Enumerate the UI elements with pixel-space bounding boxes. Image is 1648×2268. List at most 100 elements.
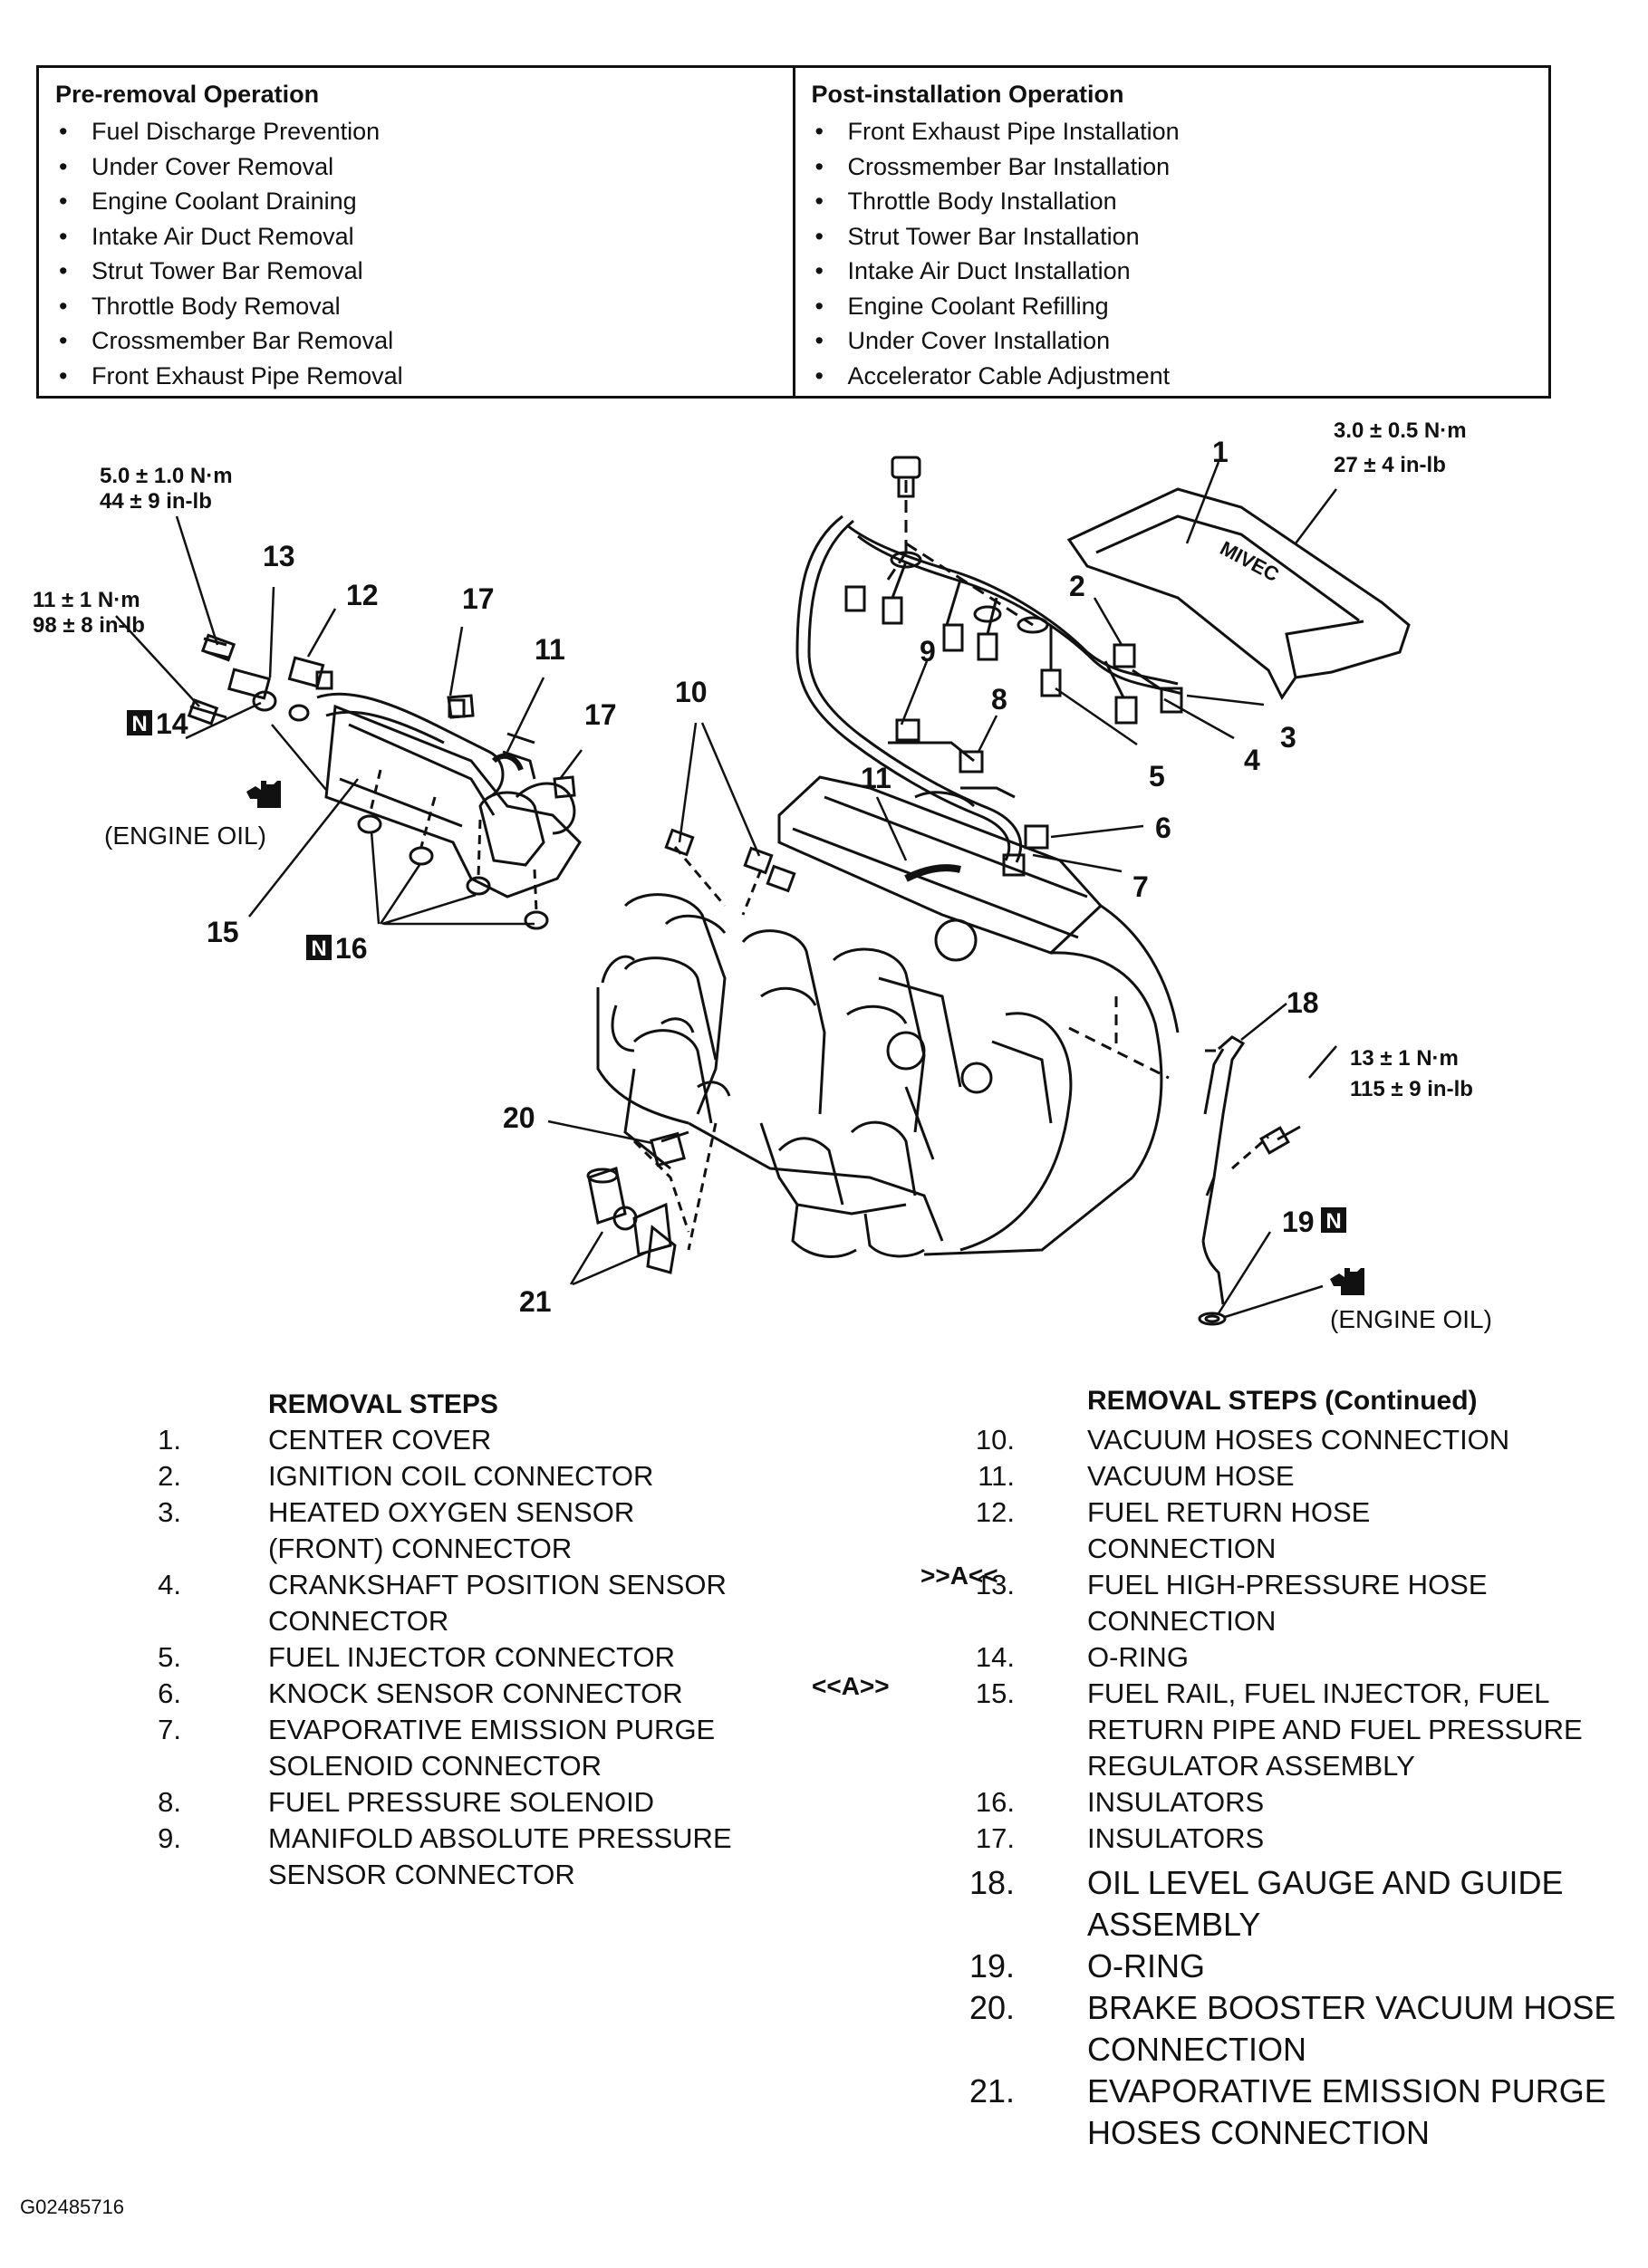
step-item: 11. VACUUM HOSE [978,1458,1640,1494]
step-number: 11. [978,1460,1015,1492]
step-text: KNOCK SENSOR CONNECTOR [268,1677,683,1709]
pre-removal-item: Fuel Discharge Prevention [55,114,793,149]
step-number: 12. [975,1496,1015,1528]
step-item: 18. OIL LEVEL GAUGE AND GUIDE ASSEMBLY [969,1862,1640,1946]
new-part-mark: N [306,935,332,961]
step-number: 6. [158,1677,181,1709]
post-installation-item: Intake Air Duct Installation [812,254,1549,289]
removal-steps-list: 1. CENTER COVER 2.IGNITION COIL CONNECTOR… [158,1422,834,1893]
callout-19: 19 [1282,1206,1315,1238]
step-text: O-RING [1087,1947,1205,1985]
step-item: 7.EVAPORATIVE EMISSION PURGE SOLENOID CO… [158,1712,834,1784]
torque-label: 5.0 ± 1.0 N·m [100,464,233,488]
callout-21: 21 [519,1285,552,1318]
step-text: IGNITION COIL CONNECTOR [268,1460,654,1492]
callout-12: 12 [346,579,379,611]
torque-label: 3.0 ± 0.5 N·m [1334,418,1467,443]
step-item: 21. EVAPORATIVE EMISSION PURGE HOSES CONN… [969,2071,1640,2154]
step-item: 1. CENTER COVER [158,1422,834,1458]
step-number: 10. [975,1424,1015,1456]
step-item: 12. FUEL RETURN HOSE CONNECTION [976,1494,1640,1567]
torque-label: 115 ± 9 in-lb [1350,1077,1473,1101]
step-item: 8.FUEL PRESSURE SOLENOID [158,1784,834,1821]
valve-cover-logo: MIVEC [1217,536,1283,586]
post-installation-item: Front Exhaust Pipe Installation [812,114,1549,149]
pre-removal-list: Fuel Discharge Prevention Under Cover Re… [55,114,793,393]
step-number: 15. [975,1677,1015,1709]
step-number: 18. [969,1864,1016,1901]
step-item: 3.HEATED OXYGEN SENSOR (FRONT) CONNECTOR [158,1494,834,1567]
step-item: 13. FUEL HIGH-PRESSURE HOSE CONNECTION [976,1567,1640,1639]
svg-text:N: N [1325,1209,1341,1234]
callout-11: 11 [861,762,891,794]
pre-removal-item: Intake Air Duct Removal [55,219,793,255]
torque-label: 44 ± 9 in-lb [100,489,212,514]
pre-removal-item: Front Exhaust Pipe Removal [55,359,793,394]
post-installation-item: Under Cover Installation [812,323,1549,359]
step-item: 10. VACUUM HOSES CONNECTION [976,1422,1640,1458]
step-text: VACUUM HOSES CONNECTION [1087,1424,1510,1456]
engine-block [596,775,1180,1258]
step-item: 4.CRANKSHAFT POSITION SENSOR CONNECTOR [158,1567,834,1639]
step-text: EVAPORATIVE EMISSION PURGE SOLENOID CONN… [268,1714,716,1782]
callout-3: 3 [1280,721,1296,754]
step-text: FUEL RETURN HOSE CONNECTION [1087,1496,1371,1564]
step-text: EVAPORATIVE EMISSION PURGE HOSES CONNECT… [1087,2072,1606,2151]
service-point-marker: <<A>> [812,1672,890,1700]
step-item: 17.INSULATORS [976,1821,1640,1857]
step-number: 13. [975,1569,1015,1600]
step-item: 5.FUEL INJECTOR CONNECTOR [158,1639,834,1676]
oil-can-icon [246,781,281,808]
post-installation-column: Post-installation Operation Front Exhaus… [792,68,1549,396]
wiring-harness [795,456,1183,877]
step-text: VACUUM HOSE [1087,1460,1295,1492]
step-text: FUEL INJECTOR CONNECTOR [268,1641,675,1673]
pre-removal-item: Engine Coolant Draining [55,184,793,219]
leader-lines [115,461,1337,1319]
step-number: 8. [158,1786,181,1818]
callout-15: 15 [207,916,239,948]
pre-removal-item: Under Cover Removal [55,149,793,185]
removal-steps-continued-list: 10. VACUUM HOSES CONNECTION 11. VACUUM HOS… [969,1422,1640,2154]
torque-label: 11 ± 1 N·m [33,588,140,612]
removal-steps-continued-heading: REMOVAL STEPS (Continued) [1087,1386,1478,1416]
post-installation-list: Front Exhaust Pipe Installation Crossmem… [812,114,1549,393]
step-number: 9. [158,1822,181,1854]
step-text: CRANKSHAFT POSITION SENSOR CONNECTOR [268,1569,727,1637]
callout-7: 7 [1132,870,1149,903]
callout-11: 11 [535,633,565,666]
torque-label: 98 ± 8 in-lb [33,613,145,638]
pre-removal-heading: Pre-removal Operation [55,81,320,108]
fuel-rail-assembly [187,633,582,930]
callout-16: 16 [335,932,368,965]
engine-oil-label: (ENGINE OIL) [104,822,266,850]
svg-text:N: N [131,712,147,736]
callout-18: 18 [1287,986,1319,1019]
callout-10: 10 [675,676,708,708]
step-number: 14. [975,1641,1015,1673]
callout-6: 6 [1155,812,1171,844]
callout-14: 14 [156,707,188,740]
step-number: 1. [158,1424,181,1456]
torque-label: 27 ± 4 in-lb [1334,453,1446,477]
step-item: 19. O-RING [969,1946,1640,1987]
step-text: FUEL HIGH-PRESSURE HOSE CONNECTION [1087,1569,1488,1637]
step-text: CENTER COVER [268,1424,492,1456]
pre-removal-item: Crossmember Bar Removal [55,323,793,359]
step-text: HEATED OXYGEN SENSOR (FRONT) CONNECTOR [268,1496,635,1564]
callout-13: 13 [263,540,295,572]
operations-table: Pre-removal Operation Fuel Discharge Pre… [36,65,1551,399]
step-number: 21. [969,2072,1016,2109]
engine-exploded-diagram: N [33,418,1492,1333]
pre-removal-item: Throttle Body Removal [55,289,793,324]
callout-5: 5 [1149,760,1165,793]
step-text: INSULATORS [1087,1822,1265,1854]
step-item: 2.IGNITION COIL CONNECTOR [158,1458,834,1494]
step-text: INSULATORS [1087,1786,1265,1818]
step-text: OIL LEVEL GAUGE AND GUIDE ASSEMBLY [1087,1864,1564,1943]
step-number: 19. [969,1947,1016,1985]
step-item: 20.BRAKE BOOSTER VACUUM HOSE CONNECTION [969,1987,1640,2071]
post-installation-item: Throttle Body Installation [812,184,1549,219]
callout-2: 2 [1069,570,1085,602]
pre-removal-item: Strut Tower Bar Removal [55,254,793,289]
